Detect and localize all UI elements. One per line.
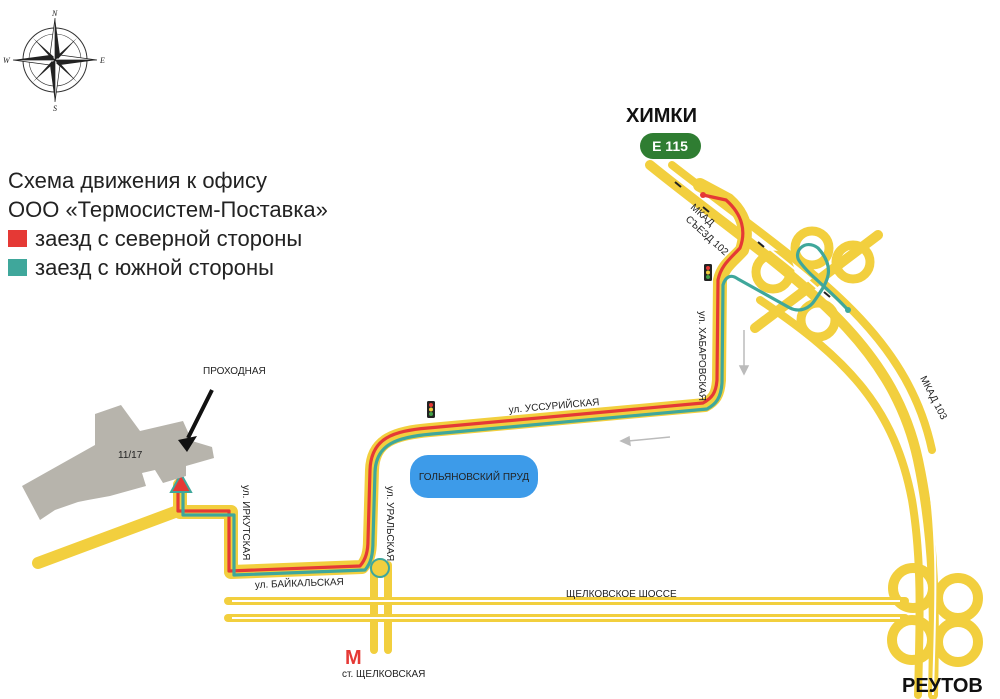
dash (702, 206, 710, 213)
traffic-light-green (429, 412, 433, 416)
checkpoint-label: ПРОХОДНАЯ (203, 366, 266, 377)
roundabout (370, 558, 390, 578)
south-route (181, 242, 850, 577)
route-start-dot (700, 192, 706, 198)
loop-5 (888, 563, 938, 613)
compass-point-e (55, 60, 97, 65)
legend-company: ООО «Термосистем-Поставка» (8, 197, 328, 222)
dash (757, 241, 765, 248)
loop-3 (751, 250, 795, 294)
label-khabarovskaya: ул. ХАБАРОВСКАЯ (696, 311, 707, 401)
dash (823, 291, 831, 298)
compass-point-s (50, 60, 55, 102)
compass-point-w (13, 55, 55, 60)
loop-1 (790, 226, 834, 270)
dash (627, 436, 671, 442)
legend-item-south: заезд с южной стороны (8, 253, 328, 282)
north-route (176, 193, 745, 573)
traffic-light-yellow (429, 407, 433, 412)
pond-label: ГОЛЬЯНОВСКИЙ ПРУД (419, 470, 529, 483)
office-building (22, 405, 214, 520)
legend-item-north: заезд с северной стороны (8, 224, 328, 253)
legend-label-south: заезд с южной стороны (35, 255, 274, 280)
label-uralskaya: ул. УРАЛЬСКАЯ (384, 486, 395, 561)
compass-s: S (53, 104, 57, 113)
compass-point-n-light (49, 17, 56, 61)
legend: Схема движения к офису ООО «Термосистем-… (8, 166, 328, 282)
label-baykalskaya: ул. БАЙКАЛЬСКАЯ (255, 575, 344, 591)
route-end-dot (845, 307, 851, 313)
compass-point-e-light (54, 54, 98, 61)
city-reutov: РЕУТОВ (902, 675, 983, 697)
compass-diagonal (33, 38, 77, 82)
legend-swatch-north (8, 230, 27, 247)
metro-icon: М (345, 647, 362, 669)
metro-station-label: ст. ЩЕЛКОВСКАЯ (342, 669, 425, 680)
highway-badge (640, 133, 701, 159)
direction-arrows (619, 330, 750, 447)
arrow-left (619, 435, 631, 447)
mkad-dashes (674, 181, 831, 298)
legend-label-north: заезд с северной стороны (35, 226, 303, 251)
compass-e: E (99, 56, 105, 65)
compass-point-s-light (54, 59, 61, 103)
arrow-down (738, 365, 750, 376)
compass-w: W (3, 56, 11, 65)
traffic-light-red (429, 403, 433, 407)
loop-7 (887, 615, 937, 665)
building-number: 11/17 (118, 450, 143, 461)
loop-4 (796, 298, 840, 342)
highway-badge-label: E 115 (652, 138, 688, 154)
checkpoint-arrowhead (178, 436, 197, 452)
legend-swatch-south (8, 259, 27, 276)
compass-point-n (55, 18, 60, 60)
routes (173, 178, 851, 579)
west-road (32, 506, 181, 569)
city-khimki: ХИМКИ (626, 105, 697, 127)
traffic-light-red (706, 266, 710, 270)
label-irkutskaya: ул. ИРКУТСКАЯ (240, 485, 251, 560)
label-shchelkovskoe: ЩЕЛКОВСКОЕ ШОССЕ (566, 589, 677, 600)
legend-title: Схема движения к офису (8, 168, 267, 193)
checkpoint-arrow (186, 389, 214, 439)
compass-rose: N S W E (3, 9, 105, 113)
dash (674, 181, 682, 188)
destination-arrowhead (169, 471, 193, 493)
compass-n: N (51, 9, 58, 18)
road-center-lines (232, 164, 937, 696)
loop-6 (933, 573, 983, 623)
traffic-light-2 (704, 264, 712, 281)
destination-arrow (169, 471, 193, 493)
loop-2 (831, 240, 875, 284)
traffic-light-1 (427, 401, 435, 418)
route-base (173, 178, 752, 579)
compass-point-w-light (12, 59, 56, 66)
traffic-light-yellow (706, 270, 710, 275)
mkad-road-outer (645, 160, 939, 699)
traffic-light-green (706, 275, 710, 279)
loop-8 (933, 617, 983, 667)
center-line-3 (660, 164, 937, 696)
golyanovsky-pond (410, 455, 538, 498)
